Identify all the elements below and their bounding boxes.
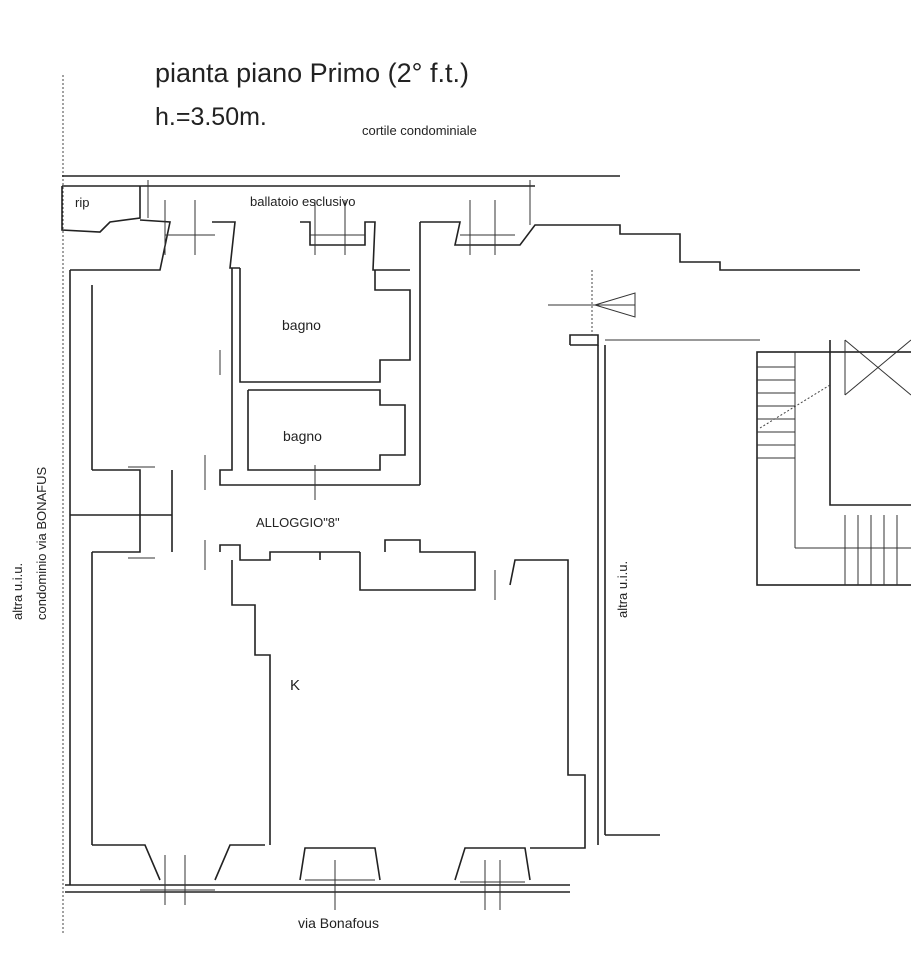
left-neighbor-label-2: condominio via BONAFUS [34,467,49,620]
balcony-walls [61,175,860,485]
staircase [756,339,911,586]
window-bottom-3 [460,860,525,910]
bathroom-1-label: bagno [282,317,321,333]
window-bottom-2 [305,860,375,910]
street-label: via Bonafous [298,915,379,931]
window-top-3 [460,200,515,255]
window-top-2 [310,200,365,255]
right-neighbor-label: altra u.i.u. [615,561,630,618]
balcony-label: ballatoio esclusivo [250,194,356,209]
interior-walls [70,268,476,845]
window-top-1 [164,200,215,255]
outer-walls [65,270,760,893]
bathroom-2-label: bagno [283,428,322,444]
left-neighbor-label-1: altra u.i.u. [10,563,25,620]
entrance-symbol [128,270,636,559]
plan-title: pianta piano Primo (2° f.t.) [155,58,469,88]
storage-label: rip [75,195,89,210]
window-bottom-1 [140,855,215,905]
courtyard-label: cortile condominiale [362,123,477,138]
windows [140,200,525,910]
unit-label: ALLOGGIO"8" [256,515,340,530]
height-label: h.=3.50m. [155,103,267,131]
kitchen-label: K [290,677,300,694]
